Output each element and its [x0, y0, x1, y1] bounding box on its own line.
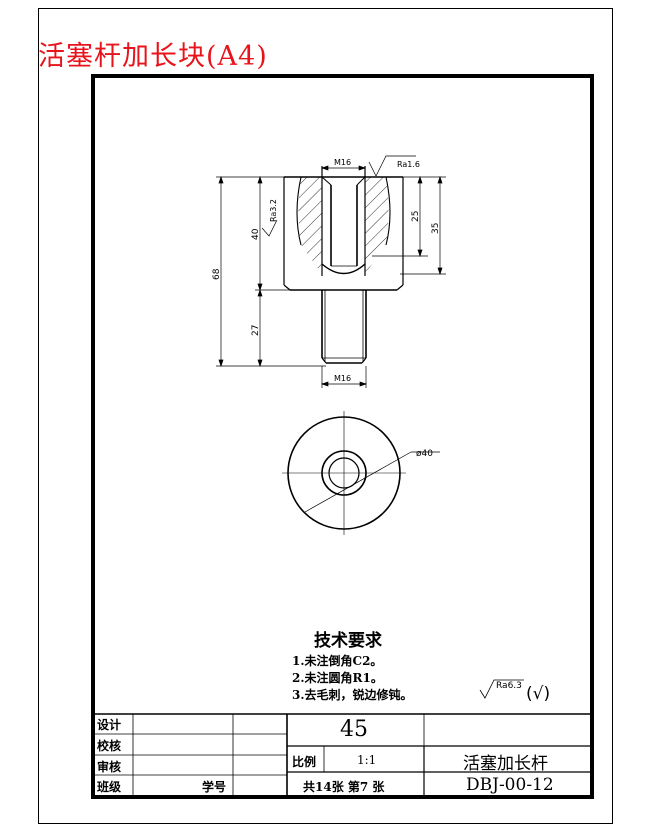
- dim-ra-left: Ra3.2: [269, 199, 278, 222]
- label-review: 审核: [97, 760, 122, 774]
- drawing-frame: [91, 74, 594, 799]
- dim-25: 25: [411, 211, 421, 222]
- tech-requirement-2: 2.未注圆角R1。: [292, 671, 383, 685]
- tech-requirements-title: 技术要求: [314, 631, 382, 651]
- default-roughness-paren: (√): [526, 684, 550, 704]
- dim-m16-bottom: M16: [334, 374, 351, 383]
- label-scale: 比例: [292, 755, 317, 769]
- front-view-shank: [321, 290, 367, 364]
- label-student-no: 学号: [202, 780, 227, 794]
- part-name: 活塞加长杆: [463, 754, 548, 774]
- label-design: 设计: [97, 718, 122, 732]
- material-value: 45: [340, 717, 368, 742]
- tech-requirement-3: 3.去毛刺，锐边修钝。: [292, 688, 413, 702]
- tech-requirement-1: 1.未注倒角C2。: [292, 654, 383, 668]
- dim-ra-top: Ra1.6: [397, 160, 420, 169]
- title-block-grid: [95, 713, 590, 795]
- dim-68: 68: [212, 268, 222, 280]
- label-check: 校核: [97, 739, 122, 753]
- drawing-number: DBJ-00-12: [466, 775, 554, 795]
- sheet-outer-border: [38, 8, 613, 824]
- scale-value: 1:1: [357, 753, 377, 767]
- page-title: 活塞杆加长块(A4): [38, 41, 268, 72]
- dim-40: 40: [251, 228, 261, 240]
- dim-dia40: ø40: [416, 449, 433, 459]
- dim-27: 27: [251, 325, 261, 336]
- label-class: 班级: [97, 780, 122, 794]
- front-view-dimensions: [216, 155, 446, 388]
- front-view-body: [283, 166, 404, 291]
- dim-35: 35: [431, 223, 441, 234]
- default-roughness-value: Ra6.3: [496, 681, 522, 691]
- sheet-count: 共14张 第7 张: [303, 780, 385, 794]
- dim-m16-top: M16: [334, 158, 351, 167]
- default-roughness-symbol: [479, 679, 524, 699]
- top-view: [282, 411, 440, 535]
